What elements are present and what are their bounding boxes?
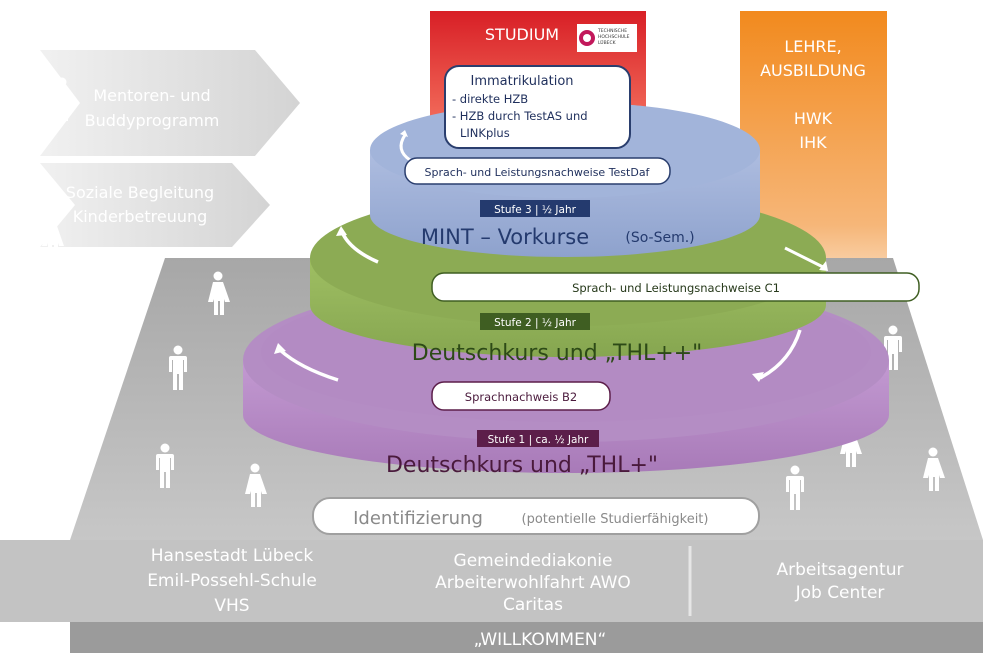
cycle-arrow-head [819,261,828,271]
tier-2-title: Deutschkurs und „THL++" [412,341,703,366]
cycle-arrow-head [400,130,408,137]
tier-3-title: MINT – Vorkurse [421,225,589,249]
cycle-arrow [759,329,802,380]
b2-box [431,381,611,411]
tier-1-note: Sprachnachweis B2 [465,390,577,404]
cycle-arrow-head [752,372,764,382]
lehre-line-ihk: IHK [799,133,827,152]
lehre-line-2: AUSBILDUNG [760,61,866,80]
immatrikulation-box: Immatrikulation - direkte HZB - HZB durc… [444,65,631,149]
tier-2-badge-text: Stufe 2 | ½ Jahr [494,317,577,329]
tier-3-note: Sprach- und Leistungsnachweise TestDaf [425,166,651,179]
partner-2-line-3: Caritas [503,595,563,615]
immatrikulation-line-1: - direkte HZB [452,92,528,106]
tier-2-badge [480,313,590,330]
person-icon [13,195,31,240]
identifizierung-label: Identifizierung [353,508,483,529]
tier-3-badge [480,200,590,217]
arrow-mentoren: Mentoren- und Buddyprogramm [40,50,300,156]
arrow-soziale-line-2: Kinderbetreuung [73,207,208,226]
person-icon [42,215,64,259]
tier-1-badge-text: Stufe 1 | ca. ½ Jahr [488,434,589,446]
partner-2-line-2: Arbeiterwohlfahrt AWO [435,573,631,593]
logo-line-3: LÜBECK [598,39,617,46]
partner-1-line-2: Emil-Possehl-Schule [147,571,317,591]
partner-3-line-2: Job Center [795,583,885,603]
tier-3-badge-text: Stufe 3 | ½ Jahr [494,204,577,216]
th-luebeck-logo: TECHNISCHE HOCHSCHULE LÜBECK [577,24,637,52]
person-icon [21,97,39,142]
arrow-soziale-line-1: Soziale Begleitung [66,183,214,202]
logo-line-2: HOCHSCHULE [598,34,630,40]
immatrikulation-title: Immatrikulation [470,74,573,89]
arrow-mentoren-line-2: Buddyprogramm [85,111,220,130]
partner-band [0,540,983,622]
immatrikulation-line-2: - HZB durch TestAS und [452,109,588,123]
cycle-arrow [399,134,411,162]
c1-box [431,272,920,302]
arrow-mentoren-line-1: Mentoren- und [93,86,210,105]
testdaf-box [404,157,671,185]
tier-2-note: Sprach- und Leistungsnachweise C1 [572,281,780,295]
willkommen-label: „WILLKOMMEN“ [474,630,607,650]
tier-1-badge [477,430,599,447]
cycle-arrow-head [274,343,286,354]
partner-2-line-1: Gemeindediakonie [454,551,613,571]
arrow-soziale: Soziale Begleitung Kinderbetreuung [40,163,270,247]
partner-1-line-1: Hansestadt Lübeck [151,546,314,566]
identifizierung-detail: (potentielle Studierfähigkeit) [522,512,709,527]
partner-1-line-3: VHS [214,596,249,616]
immatrikulation-line-3: LINKplus [460,126,510,140]
studium-title: STUDIUM [485,25,559,44]
cycle-arrow-head [336,226,347,236]
cycle-arrow [278,348,339,382]
tier-3-suffix: (So-Sem.) [625,230,694,246]
tier-1-title: Deutschkurs und „THL+" [386,453,658,478]
logo-line-1: TECHNISCHE [597,28,627,34]
lehre-line-1: LEHRE, [784,37,841,56]
willkommen-band [70,622,983,653]
lehre-line-hwk: HWK [794,109,833,128]
partner-3-line-1: Arbeitsagentur [777,560,904,580]
cycle-arrow [784,246,826,270]
identifizierung-box [312,497,760,535]
